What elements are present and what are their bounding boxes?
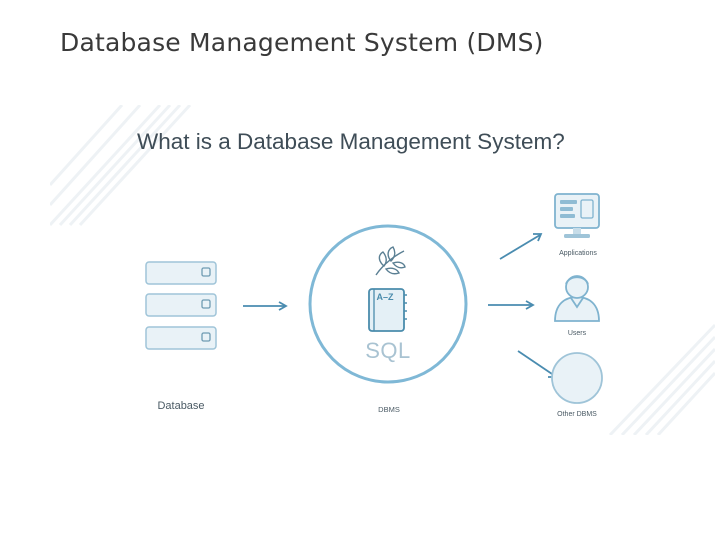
other-dbms-label: Other DBMS (557, 411, 597, 418)
sql-label: SQL (365, 338, 411, 363)
dbms-diagram: What is a Database Management System? A–… (50, 105, 715, 435)
leaf-icon (375, 246, 406, 276)
monitor-icon (554, 193, 600, 238)
arrow-icon (243, 301, 288, 311)
applications-label: Applications (559, 250, 597, 257)
dbms-label: DBMS (378, 405, 400, 414)
database-server-icon (145, 261, 217, 350)
users-label: Users (567, 330, 587, 337)
circle-icon (551, 352, 603, 404)
decorative-stripes-top (50, 105, 192, 227)
decorative-stripes-bottom (608, 323, 715, 435)
diagram-heading: What is a Database Management System? (137, 129, 565, 154)
user-icon (554, 275, 600, 322)
diagram-graphics (50, 105, 715, 435)
database-label: Database (157, 400, 205, 412)
book-icon (368, 288, 407, 332)
slide-title: Database Management System (DMS) (60, 28, 544, 57)
arrow-icon (488, 233, 558, 378)
book-label: A–Z (376, 292, 394, 302)
